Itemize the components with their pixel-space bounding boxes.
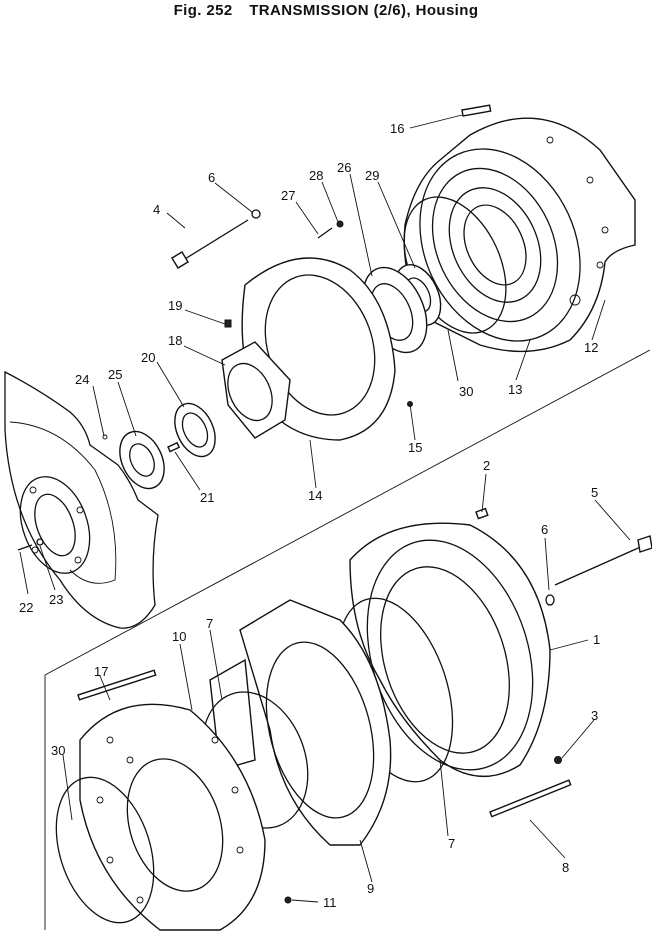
callout-14: 14	[308, 488, 322, 503]
bolt-4	[171, 219, 249, 269]
engine-block-outline	[4, 370, 159, 629]
callout-6-upper: 6	[208, 170, 215, 185]
callout-19: 19	[168, 298, 182, 313]
gasket-ring-30-lower	[55, 776, 155, 924]
callout-8: 8	[562, 860, 569, 875]
figure-title: Fig. 252 TRANSMISSION (2/6), Housing	[0, 0, 652, 22]
callout-10: 10	[172, 629, 186, 644]
callout-15: 15	[408, 440, 422, 455]
callout-2: 2	[483, 458, 490, 473]
figure-number: Fig. 252	[173, 2, 233, 19]
callout-4: 4	[153, 202, 160, 217]
small-parts-lower	[77, 507, 572, 904]
small-parts-upper	[17, 104, 492, 551]
seal-20	[174, 402, 216, 458]
callout-21: 21	[200, 490, 214, 505]
callout-13: 13	[508, 382, 522, 397]
callout-28: 28	[309, 168, 323, 183]
callout-16: 16	[390, 121, 404, 136]
callout-11: 11	[323, 895, 337, 910]
case-1	[349, 522, 551, 777]
bearing-25	[119, 430, 165, 490]
callout-25: 25	[108, 367, 122, 382]
callout-5: 5	[591, 485, 598, 500]
callout-29: 29	[365, 168, 379, 183]
figure-subject: TRANSMISSION (2/6), Housing	[249, 2, 479, 19]
section-lines	[44, 349, 651, 930]
callout-3: 3	[591, 708, 598, 723]
cover-plate-10	[79, 703, 266, 931]
callout-6-lower: 6	[541, 522, 548, 537]
callout-24: 24	[75, 372, 89, 387]
bearing-case-18	[221, 341, 291, 439]
callout-20: 20	[141, 350, 155, 365]
transmission-case-12	[403, 117, 636, 353]
callout-30-lower: 30	[51, 743, 65, 758]
callout-7-right: 7	[448, 836, 455, 851]
leader-lines	[19, 114, 631, 903]
callout-18: 18	[168, 333, 182, 348]
callout-12: 12	[584, 340, 598, 355]
callout-27: 27	[281, 188, 295, 203]
callout-26: 26	[337, 160, 351, 175]
callout-9: 9	[367, 881, 374, 896]
bolt-5	[554, 535, 652, 586]
callout-labels: 6 4 27 28 26 29 16 19 18 20 24 25 21 14 …	[19, 121, 600, 910]
callout-7-left: 7	[206, 616, 213, 631]
callout-17: 17	[94, 664, 108, 679]
callout-22: 22	[19, 600, 33, 615]
callout-1: 1	[593, 632, 600, 647]
callout-30-upper: 30	[459, 384, 473, 399]
callout-23: 23	[49, 592, 63, 607]
